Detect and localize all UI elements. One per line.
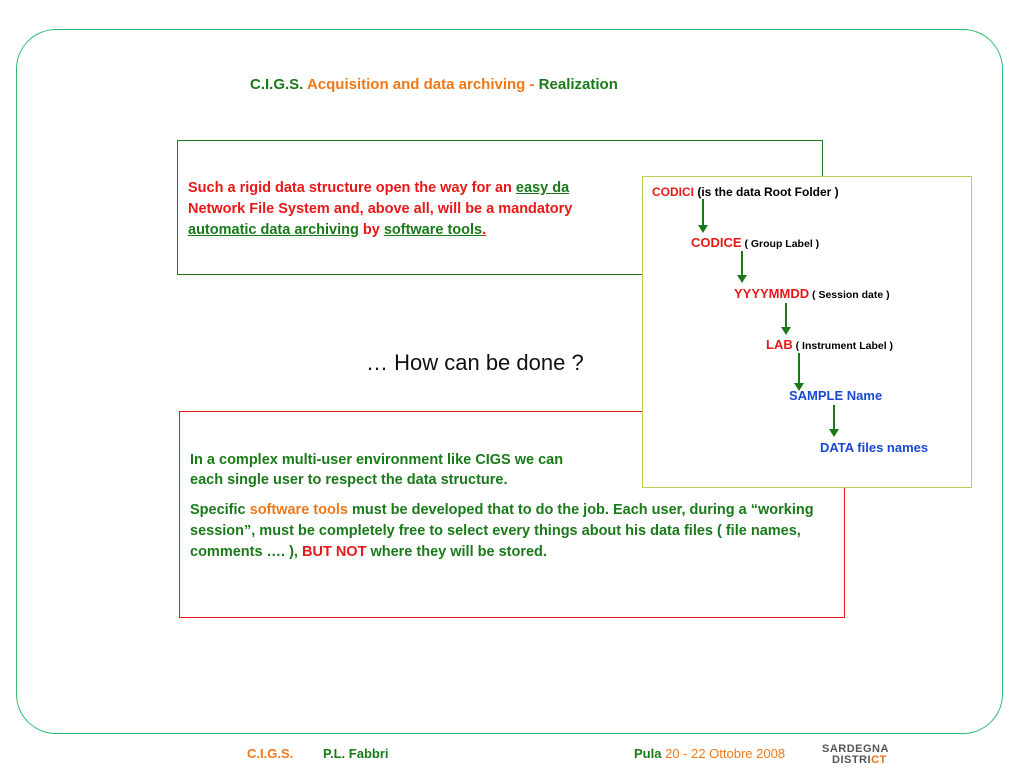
para2-end: where they will be stored. (366, 544, 547, 560)
slide-frame (16, 29, 1003, 734)
para2-software-tools: software tools (249, 502, 348, 518)
para2-body: must be developed that to do the job. Ea… (190, 502, 814, 560)
footer-author: P.L. Fabbri (323, 746, 389, 761)
explanation-para2: Specific software tools must be develope… (190, 500, 830, 563)
title-topic: Acquisition and data archiving - (306, 76, 535, 93)
tree-arrow-2 (737, 251, 747, 283)
intro-period: . (482, 222, 487, 238)
intro-by: by (358, 222, 384, 238)
tree-node-group-desc: ( Group Label ) (741, 238, 820, 250)
intro-text: Such a rigid data structure open the way… (188, 178, 572, 241)
tree-node-group: CODICE ( Group Label ) (691, 235, 819, 250)
tree-node-session-label: YYYYMMDD (734, 286, 810, 301)
tree-arrow-5 (829, 405, 839, 437)
tree-node-session: YYYYMMDD ( Session date ) (734, 286, 890, 301)
tree-node-sample: SAMPLE Name (789, 388, 883, 403)
sardegna-district-logo: SARDEGNA DISTRICT (818, 743, 896, 767)
footer-event: Pula 20 - 22 Ottobre 2008 (634, 746, 785, 761)
tree-node-group-label: CODICE (691, 235, 742, 250)
para1-line1: In a complex multi-user environment like… (190, 452, 564, 468)
para1-line2: each single user to respect the data str… (190, 472, 508, 488)
tree-node-lab-label: LAB (766, 337, 793, 352)
title-section: Realization (538, 76, 618, 93)
intro-line2: Network File System and, above all, will… (188, 201, 573, 217)
tree-arrow-3 (781, 303, 791, 335)
question-text: … How can be done ? (366, 350, 584, 375)
intro-software-tools: software tools (383, 222, 483, 238)
folder-tree-box: CODICI (is the data Root Folder ) CODICE… (642, 176, 972, 488)
explanation-box: In a complex multi-user environment like… (179, 411, 845, 618)
para2-start: Specific (190, 502, 250, 518)
tree-node-lab-desc: ( Instrument Label ) (792, 340, 894, 352)
logo-line2: DISTRICT (832, 754, 887, 766)
tree-node-root-desc: (is the data Root Folder ) (694, 185, 839, 199)
logo-line2-a: DISTRI (832, 754, 872, 766)
tree-node-root-label: CODICI (652, 185, 694, 199)
tree-node-root: CODICI (is the data Root Folder ) (652, 184, 839, 199)
tree-arrow-1 (698, 199, 708, 233)
logo-line1: SARDEGNA (822, 743, 889, 755)
tree-arrow-4 (794, 353, 804, 391)
logo-line2-b: CT (871, 754, 887, 766)
para2-but-not: BUT NOT (302, 544, 367, 560)
intro-archiving: automatic data archiving (188, 222, 359, 238)
title-org: C.I.G.S. (250, 76, 304, 93)
tree-node-data-files: DATA files names (820, 440, 929, 455)
footer-dates: 20 - 22 Ottobre 2008 (661, 746, 786, 761)
tree-node-session-desc: ( Session date ) (809, 289, 890, 301)
footer-org: C.I.G.S. (247, 746, 294, 761)
footer-place: Pula (634, 746, 662, 761)
intro-box: Such a rigid data structure open the way… (177, 140, 823, 275)
tree-node-lab: LAB ( Instrument Label ) (766, 337, 893, 352)
explanation-para1: In a complex multi-user environment like… (190, 450, 563, 490)
intro-line1: Such a rigid data structure open the way… (188, 180, 516, 196)
slide-title: C.I.G.S. Acquisition and data archiving … (250, 76, 618, 93)
intro-line1-link: easy da (515, 180, 570, 196)
